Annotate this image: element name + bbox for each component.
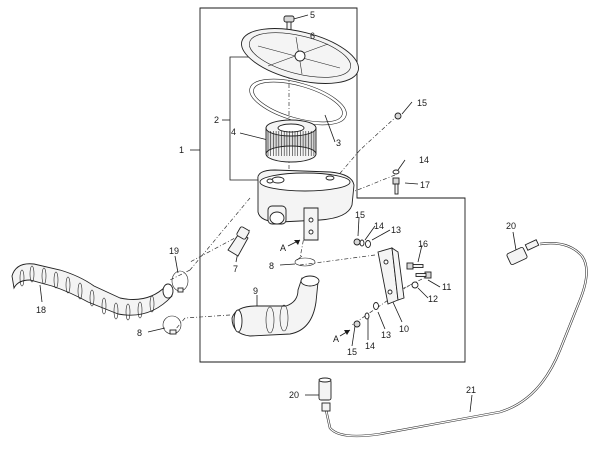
hose-corrugation	[101, 297, 107, 315]
part-5-knob	[283, 15, 295, 31]
hose-corrugation	[29, 265, 35, 283]
hose-corrugation	[137, 301, 143, 319]
part-19-clamp	[171, 270, 189, 293]
callout-9: 9	[253, 286, 258, 296]
callout-11: 11	[442, 282, 451, 292]
callout-13-upper: 13	[391, 225, 401, 235]
part-18-corrugated-hose	[11, 263, 174, 321]
callout-5: 5	[310, 10, 315, 20]
part-8-clamp-lower	[162, 315, 182, 335]
section-a-label-lower: A	[333, 334, 339, 344]
fasteners	[353, 112, 432, 328]
hose-corrugation	[89, 289, 95, 307]
hose-corrugation	[149, 295, 155, 313]
callout-3: 3	[336, 138, 341, 148]
section-arrow-a-lower	[339, 329, 351, 337]
part-10-bracket	[377, 247, 405, 305]
section-a-label-upper: A	[280, 243, 286, 253]
callout-20-upper: 20	[506, 221, 516, 231]
callout-15-lower: 15	[347, 347, 357, 357]
hose-corrugation	[77, 282, 83, 300]
hose-corrugation	[125, 303, 131, 321]
hose-corrugation	[19, 269, 25, 287]
callout-18: 18	[36, 305, 46, 315]
callout-labels: 1 2 3 4 5 6 7 8 8 9 10 11 12 13 13 14 14…	[36, 10, 516, 400]
hose-corrugation	[65, 276, 71, 294]
part-8-clamp-upper	[294, 255, 316, 267]
assembly-frame	[199, 7, 466, 363]
callout-12: 12	[428, 294, 438, 304]
callout-4: 4	[231, 127, 236, 137]
callout-16: 16	[418, 239, 428, 249]
callout-6: 6	[310, 31, 315, 41]
callout-7: 7	[233, 264, 238, 274]
callout-14-upper: 14	[374, 221, 384, 231]
callout-14-lower: 14	[365, 341, 375, 351]
air-filter-cover	[241, 28, 359, 84]
hose-corrugation	[41, 267, 47, 285]
part-4-filter-element	[265, 119, 317, 163]
part-7-nozzle	[227, 226, 250, 257]
callout-13-lower: 13	[381, 330, 391, 340]
section-arrow-a-upper	[287, 239, 301, 247]
callout-2: 2	[214, 115, 219, 125]
callout-20-lower: 20	[289, 390, 299, 400]
part-20-connector-upper	[506, 239, 540, 266]
hose-corrugation	[53, 271, 59, 289]
part-20-connector-lower	[318, 377, 332, 401]
callout-10: 10	[399, 324, 409, 334]
part-21-tube	[321, 242, 588, 438]
hose-corrugation	[113, 302, 119, 320]
callout-17: 17	[420, 180, 430, 190]
callout-1: 1	[179, 145, 184, 155]
callout-21: 21	[466, 385, 476, 395]
callout-19: 19	[169, 246, 179, 256]
air-filter-housing	[257, 169, 355, 241]
part-9-elbow-hose	[231, 275, 320, 337]
callout-15-right: 15	[417, 98, 427, 108]
callout-14-right: 14	[419, 155, 429, 165]
callout-15-upper: 15	[355, 210, 365, 220]
callout-8-lower: 8	[137, 328, 142, 338]
callout-8-upper: 8	[269, 261, 274, 271]
